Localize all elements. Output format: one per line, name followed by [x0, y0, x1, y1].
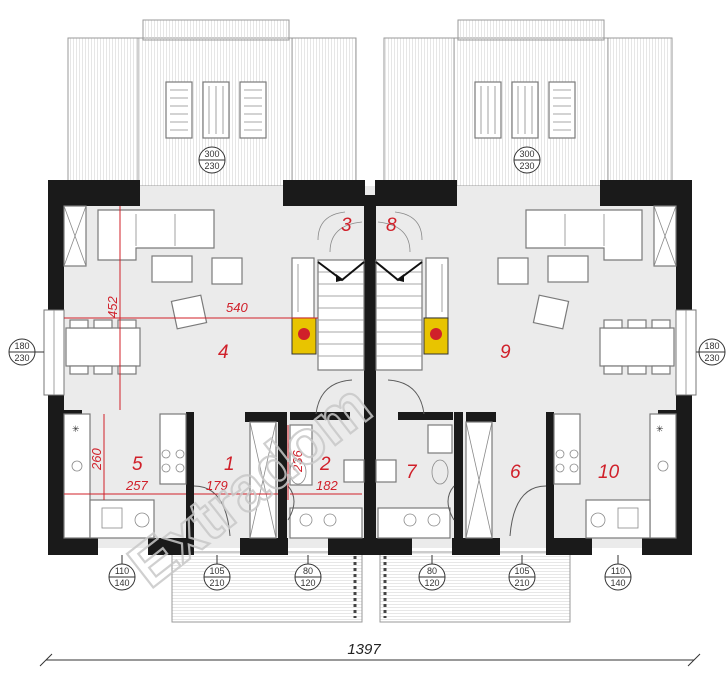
dim-260: 260 [89, 448, 104, 471]
doors [193, 379, 547, 537]
opening-marker-door-left: 105 210 [203, 555, 231, 591]
sofa-right [497, 209, 643, 330]
svg-text:300: 300 [204, 149, 219, 159]
opening-marker-kitchen-left: 110 140 [108, 555, 136, 591]
svg-text:105: 105 [514, 566, 529, 576]
opening-marker-window-left: 180 230 [8, 338, 44, 366]
svg-text:105: 105 [209, 566, 224, 576]
svg-text:120: 120 [300, 578, 315, 588]
room-7: 7 [406, 462, 418, 483]
total-width-dimension: 1397 [39, 641, 701, 667]
room-10: 10 [598, 462, 620, 483]
svg-text:180: 180 [14, 341, 29, 351]
room-1: 1 [224, 454, 235, 475]
svg-text:140: 140 [114, 578, 129, 588]
dimension-lines [64, 206, 362, 500]
opening-marker-bath-left: 80 120 [294, 555, 322, 591]
svg-text:230: 230 [14, 353, 29, 363]
room-3: 3 [341, 215, 352, 236]
svg-text:300: 300 [519, 149, 534, 159]
svg-text:230: 230 [704, 353, 719, 363]
svg-text:120: 120 [424, 578, 439, 588]
room-8: 8 [386, 215, 397, 236]
dim-236: 236 [290, 450, 305, 473]
dim-182: 182 [316, 478, 338, 493]
staircase-right [375, 211, 423, 371]
opening-marker-bath-right: 80 120 [418, 555, 446, 591]
room-9: 9 [500, 342, 511, 363]
svg-text:140: 140 [610, 578, 625, 588]
entrance-terrace-right [379, 551, 571, 623]
dim-452: 452 [105, 296, 120, 318]
svg-text:80: 80 [427, 566, 437, 576]
sofa-left [97, 209, 243, 330]
deck-chairs-left [165, 81, 267, 139]
storage-cabinets [63, 205, 677, 267]
room-2: 2 [319, 454, 331, 475]
svg-text:80: 80 [303, 566, 313, 576]
svg-text:✳: ✳ [72, 424, 80, 434]
opening-marker-terrace-left: 300 230 [198, 146, 226, 174]
outer-walls [48, 180, 692, 555]
dining-table-right [599, 319, 675, 375]
room-4: 4 [218, 342, 229, 363]
dim-257: 257 [125, 478, 148, 493]
opening-marker-door-right: 105 210 [508, 555, 536, 591]
dining-table-left [65, 319, 141, 375]
bathroom-left [289, 424, 365, 539]
side-windows [43, 309, 697, 396]
kitchen-right: ✳ [553, 413, 677, 539]
room-5: 5 [132, 454, 143, 475]
opening-marker-terrace-right: 300 230 [513, 146, 541, 174]
svg-text:210: 210 [209, 578, 224, 588]
staircase-left [317, 211, 365, 371]
inner-walls [64, 410, 676, 547]
svg-text:230: 230 [519, 161, 534, 171]
svg-text:110: 110 [115, 566, 129, 576]
fireplace-right [423, 257, 449, 355]
svg-text:✳: ✳ [656, 424, 664, 434]
fireplace-left [291, 257, 317, 355]
deck-chairs-right [474, 81, 576, 139]
bathroom-right [375, 424, 453, 539]
dim-179: 179 [206, 478, 228, 493]
opening-marker-kitchen-right: 110 140 [604, 555, 632, 591]
total-width-label: 1397 [347, 641, 381, 658]
kitchen-left: ✳ [63, 413, 187, 539]
svg-text:230: 230 [204, 161, 219, 171]
dim-540: 540 [226, 300, 248, 315]
svg-text:110: 110 [611, 566, 625, 576]
svg-text:210: 210 [514, 578, 529, 588]
entrance-terrace-left [171, 551, 363, 623]
opening-marker-window-right: 180 230 [696, 338, 726, 366]
svg-text:180: 180 [704, 341, 719, 351]
wardrobe-right [465, 421, 493, 539]
room-6: 6 [510, 462, 521, 483]
wardrobe-left [249, 421, 277, 539]
